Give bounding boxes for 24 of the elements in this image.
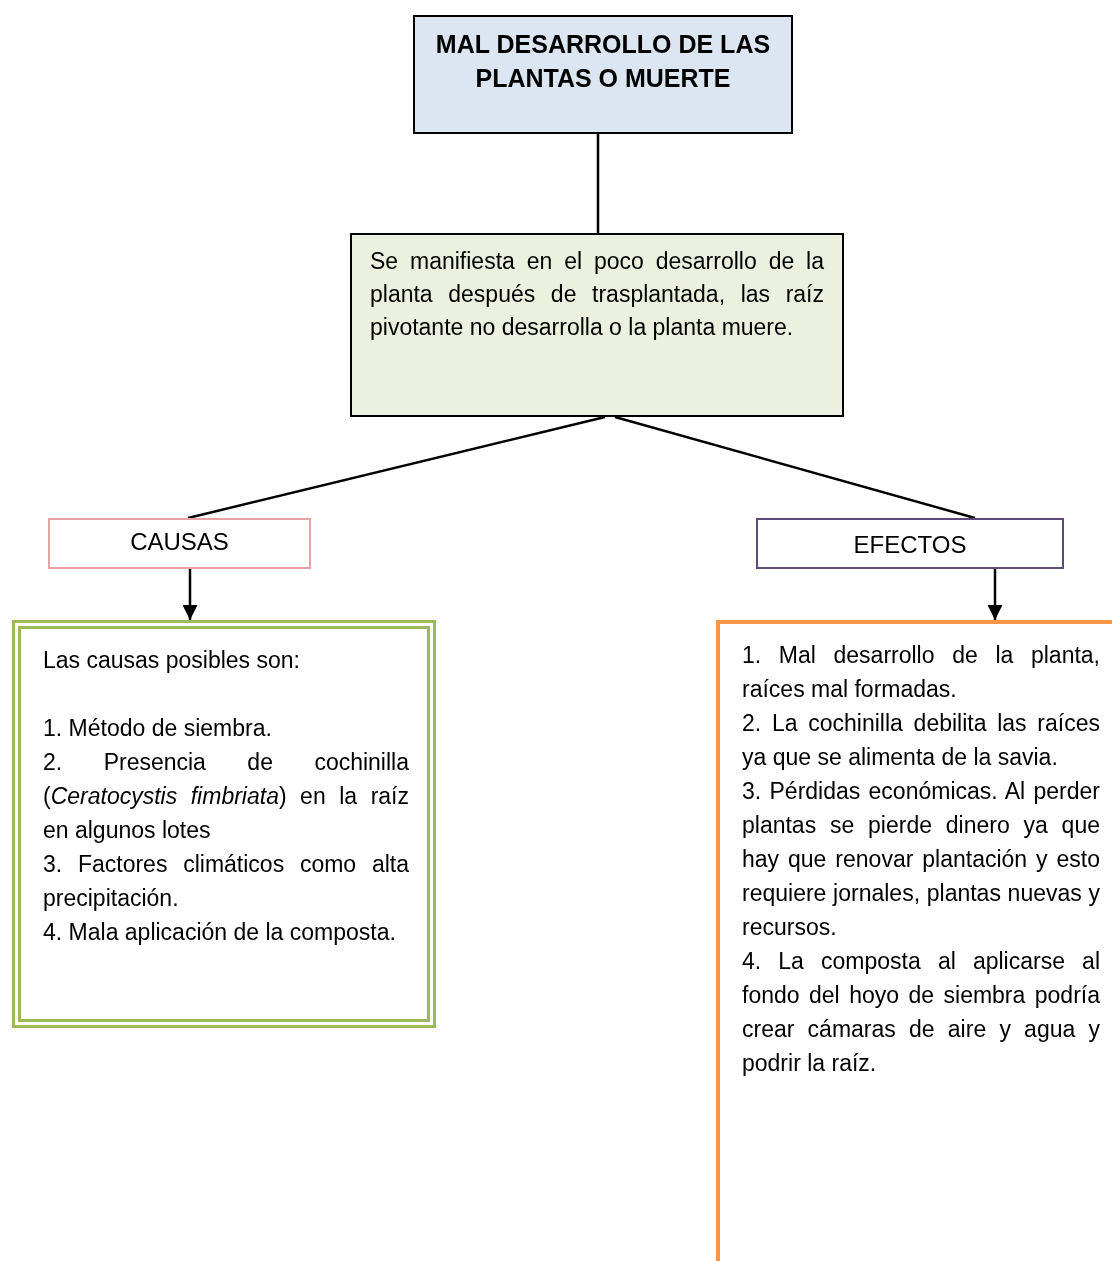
causes-box xyxy=(12,620,436,1028)
node-text: EFECTOS xyxy=(852,531,968,559)
node-text: CAUSAS xyxy=(129,528,230,556)
connector-line xyxy=(614,415,976,520)
node-text: 2. La cochinilla debilita las raíces ya que se alimenta de la savia. xyxy=(742,709,1100,772)
node-text: 4. Mala aplicación de la composta. xyxy=(43,918,397,947)
description-box xyxy=(350,233,844,417)
connector-line xyxy=(187,415,606,520)
node-text: 2. Presencia de cochinilla (Ceratocystis fimbriata) en la raíz en algunos lotes xyxy=(43,748,409,845)
connector-line xyxy=(596,134,600,233)
node-text: Las causas posibles son: xyxy=(43,646,301,675)
node-text: 4. La composta al aplicarse al fondo del hoyo de siembra podría crear cámaras de aire y agua y podrir la raíz. xyxy=(742,947,1100,1078)
category-box xyxy=(756,518,1064,569)
node-text: 3. Factores climáticos como alta precipitación. xyxy=(43,850,409,913)
title-box xyxy=(413,15,793,134)
node-text: 1. Método de siembra. xyxy=(43,714,273,743)
node-text: 3. Pérdidas económicas. Al perder plantas se pierde dinero ya que hay que renovar plantación y esto requiere jornales, plantas nuevas y recursos. xyxy=(742,777,1100,942)
node-text: MAL DESARROLLO DE LAS PLANTAS O MUERTE xyxy=(434,29,772,94)
arrow xyxy=(182,569,198,620)
effects-box xyxy=(716,620,1112,1261)
arrow xyxy=(987,569,1003,620)
node-text: Se manifiesta en el poco desarrollo de la planta después de trasplantada, las raíz pivotante no desarrolla o la planta muere. xyxy=(370,247,824,342)
category-box xyxy=(48,518,311,569)
node-text: 1. Mal desarrollo de la planta, raíces mal formadas. xyxy=(742,641,1100,704)
